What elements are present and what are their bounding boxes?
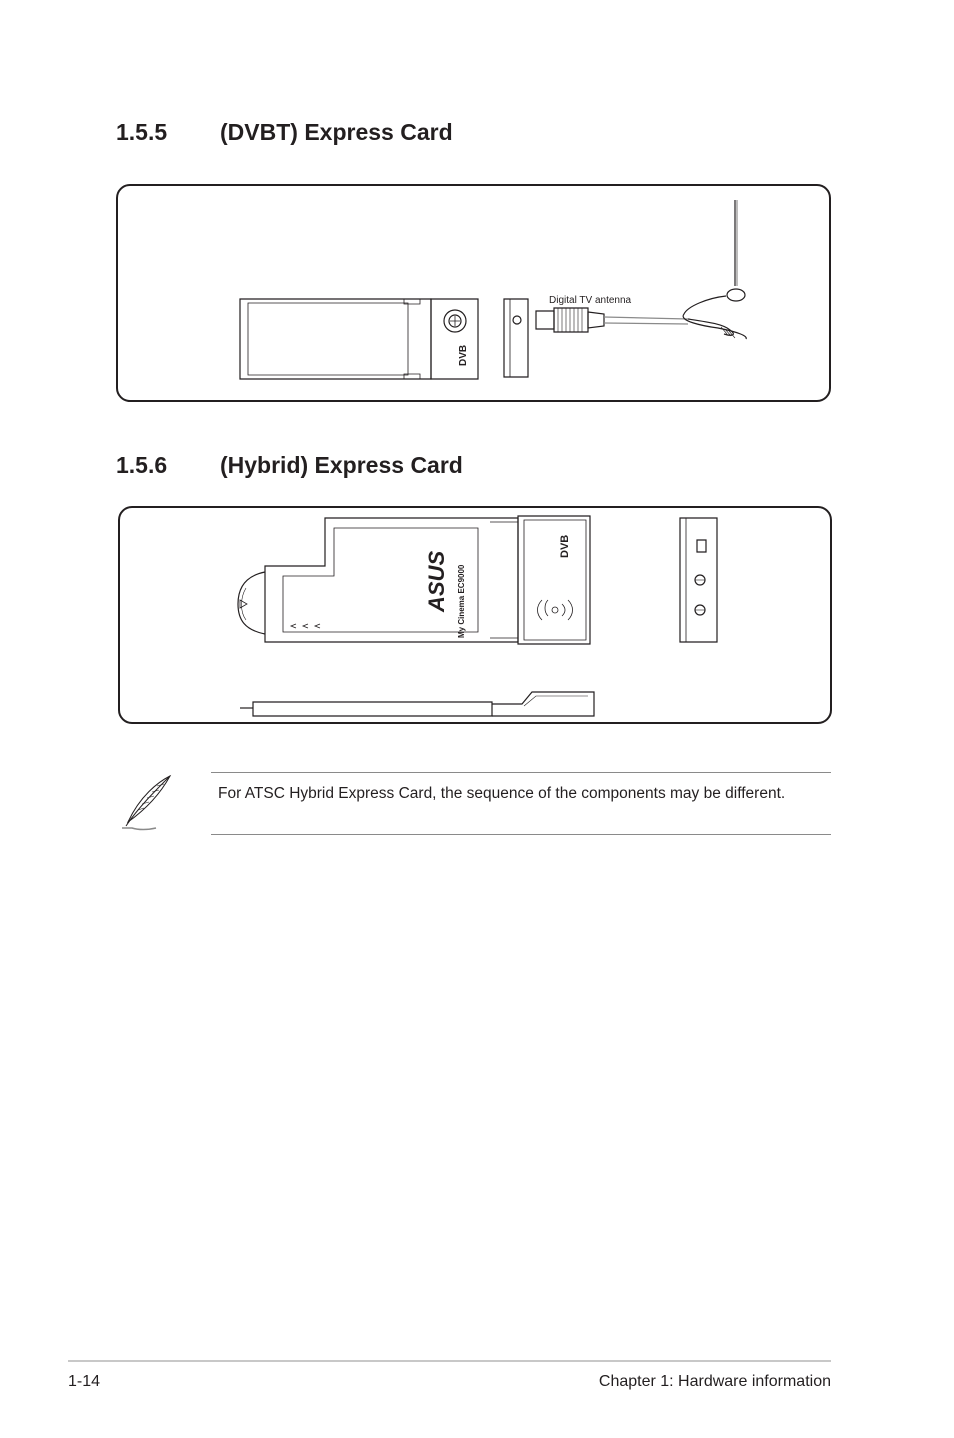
section-number: 1.5.6 xyxy=(116,452,168,478)
section-number: 1.5.5 xyxy=(116,119,168,145)
note-bottom-rule xyxy=(211,834,831,835)
section-heading-dvbt: 1.5.5 (DVBT) Express Card xyxy=(116,119,453,146)
footer-rule xyxy=(68,1360,831,1362)
antenna-label: Digital TV antenna xyxy=(549,295,632,306)
hybrid-illustration: ASUS My Cinema EC9000 DVB xyxy=(237,515,718,717)
section-heading-hybrid: 1.5.6 (Hybrid) Express Card xyxy=(116,452,463,479)
tv-antenna-icon xyxy=(682,200,747,340)
hybrid-side-view-icon xyxy=(679,517,718,643)
chapter-title: Chapter 1: Hardware information xyxy=(598,1373,831,1390)
note-text: For ATSC Hybrid Express Card, the sequen… xyxy=(218,785,786,802)
page-number: 1-14 xyxy=(68,1373,101,1390)
asus-logo: ASUS xyxy=(424,551,449,613)
note-top-rule xyxy=(211,772,831,773)
model-text: My Cinema EC9000 xyxy=(457,564,466,638)
hybrid-card-icon xyxy=(237,515,591,645)
dvbt-illustration: DVB Digital TV antenna xyxy=(239,200,747,380)
section-title: (DVBT) Express Card xyxy=(220,119,453,145)
dvb-logo: DVB xyxy=(458,345,469,366)
section-title: (Hybrid) Express Card xyxy=(220,452,463,478)
dvb-logo: DVB xyxy=(559,535,571,558)
hybrid-profile-icon xyxy=(240,691,595,717)
antenna-plug-icon xyxy=(535,307,689,333)
dvbt-side-connector-icon xyxy=(503,298,529,378)
feather-pen-icon xyxy=(118,774,180,837)
hybrid-figure: ASUS My Cinema EC9000 DVB xyxy=(118,506,832,724)
dvbt-figure: DVB Digital TV antenna xyxy=(116,184,831,402)
dvbt-card-icon xyxy=(239,298,479,380)
